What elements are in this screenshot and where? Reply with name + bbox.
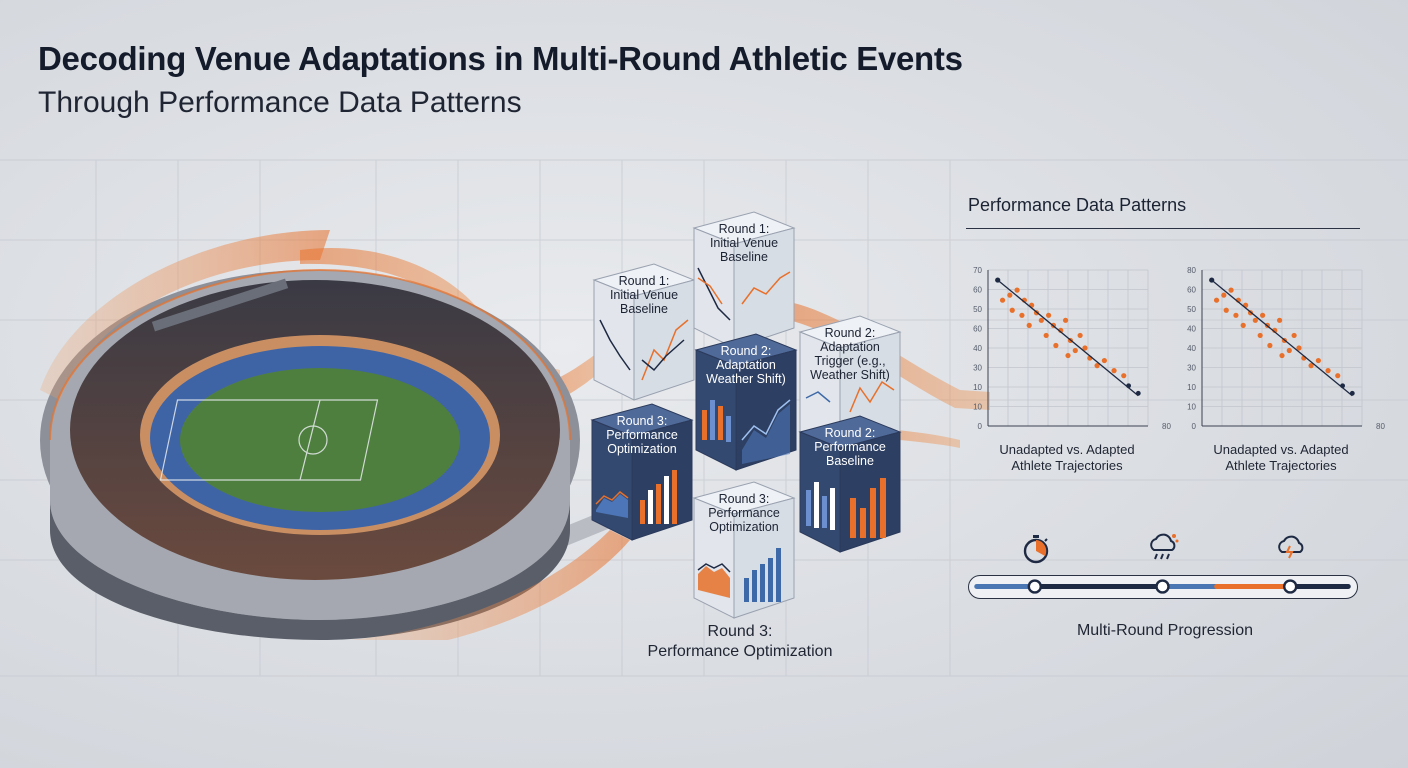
data-point [1315, 357, 1321, 364]
data-point [1279, 352, 1285, 359]
y-tick-label: 40 [1187, 344, 1196, 353]
data-point [1007, 292, 1013, 298]
y-tick-label: 30 [1187, 364, 1196, 373]
data-point [1038, 317, 1044, 323]
data-point [1221, 292, 1227, 298]
data-point [1121, 373, 1127, 379]
y-tick-label: 70 [973, 266, 982, 275]
y-tick-label: 10 [1187, 403, 1196, 412]
stopwatch-icon [1019, 532, 1053, 566]
data-point [1228, 287, 1234, 293]
data-point [1296, 345, 1302, 351]
y-tick-label: 60 [973, 325, 982, 334]
y-tick-label: 10 [973, 383, 982, 392]
data-point [1213, 297, 1220, 303]
data-point [1009, 307, 1015, 313]
progress-knob [1155, 579, 1170, 594]
progression-track [968, 575, 1358, 599]
scatter-chart-1: 70 60 50 60 40 30 10 10 0 80 [960, 262, 1171, 442]
data-point [1286, 347, 1292, 354]
y-tick-label: 50 [1187, 305, 1196, 314]
page-title: Decoding Venue Adaptations in Multi-Roun… [38, 40, 963, 77]
adapted-point [1349, 390, 1355, 396]
data-point [1308, 363, 1314, 369]
y-tick-label: 50 [973, 305, 982, 314]
data-point [1257, 332, 1263, 339]
y-tick-label: 40 [1187, 325, 1196, 334]
data-point [1111, 368, 1117, 374]
progression-caption: Multi-Round Progression [1076, 622, 1254, 639]
scatter-chart-2: 80 60 50 40 40 30 10 10 0 80 [1174, 262, 1385, 442]
y-tick-label: 40 [973, 344, 982, 353]
data-point [1062, 317, 1069, 323]
data-point [1072, 347, 1078, 354]
data-point [1260, 312, 1266, 318]
y-tick-label: 10 [1187, 383, 1196, 392]
progress-knob [1283, 579, 1298, 594]
data-point [1077, 332, 1083, 339]
round3-caption: Round 3: Performance Optimization [647, 623, 833, 660]
trend-start-point [995, 277, 1001, 283]
panel-divider [966, 228, 1360, 229]
x-tick-label: 80 [1376, 422, 1385, 431]
adapted-point [1340, 383, 1346, 389]
y-tick-label: 60 [973, 286, 982, 295]
data-point [1026, 322, 1032, 328]
data-point [1276, 317, 1283, 323]
data-point [1291, 332, 1297, 339]
data-point [1335, 373, 1341, 379]
page-subtitle: Through Performance Data Patterns [38, 86, 522, 119]
data-point [1065, 352, 1071, 359]
data-point [1094, 363, 1100, 369]
adapted-point [1135, 390, 1141, 396]
trend-start-point [1209, 277, 1215, 283]
rain-cloud-icon [1146, 530, 1180, 564]
data-point [1019, 312, 1025, 318]
y-tick-label: 30 [973, 364, 982, 373]
y-tick-label: 10 [973, 403, 982, 412]
trend-line [1211, 279, 1353, 397]
panel-title: Performance Data Patterns [968, 195, 1187, 215]
adapted-point [1126, 383, 1132, 389]
y-tick-label: 80 [1187, 266, 1196, 275]
y-tick-label: 0 [978, 422, 983, 431]
data-point [1325, 368, 1331, 374]
stadium-illustration [40, 230, 630, 640]
progress-knob [1027, 579, 1042, 594]
data-point [1014, 287, 1020, 293]
data-point [1053, 342, 1059, 349]
data-point [1233, 312, 1239, 318]
data-point [1082, 345, 1088, 351]
data-point [1101, 357, 1107, 364]
storm-cloud-icon [1274, 530, 1308, 564]
data-point [1252, 317, 1258, 323]
data-point [1046, 312, 1052, 318]
y-tick-label: 0 [1192, 422, 1197, 431]
data-point [1240, 322, 1246, 328]
y-tick-label: 60 [1187, 286, 1196, 295]
data-point [1043, 332, 1049, 339]
trend-line [997, 279, 1139, 397]
data-point [999, 297, 1006, 303]
data-point [1223, 307, 1229, 313]
data-point [1267, 342, 1273, 349]
x-tick-label: 80 [1162, 422, 1171, 431]
